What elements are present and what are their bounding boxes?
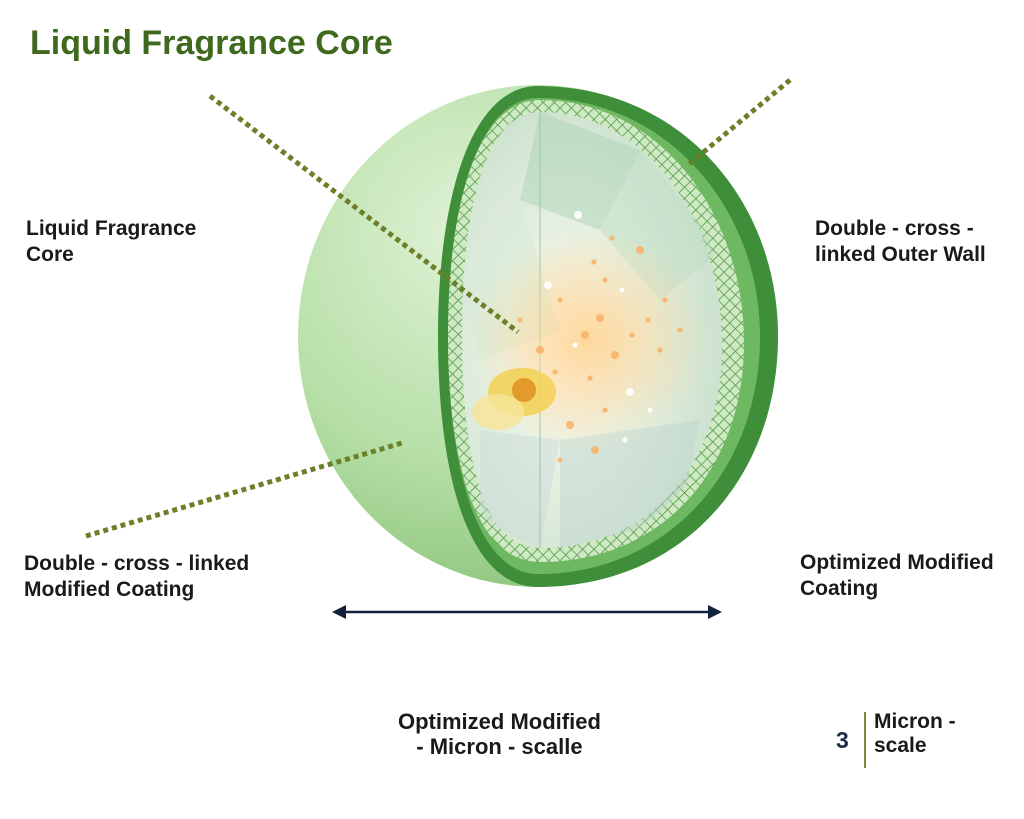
scale-divider bbox=[864, 712, 866, 768]
sparkle-particle bbox=[609, 235, 614, 240]
sparkle-particle bbox=[657, 347, 662, 352]
leader-line-outer-wall bbox=[688, 80, 790, 165]
sparkle-particle bbox=[619, 287, 624, 292]
size-dimension-arrow bbox=[332, 605, 722, 619]
sparkle-particle bbox=[662, 297, 667, 302]
sparkle-particle bbox=[557, 457, 562, 462]
sparkle-particle bbox=[602, 407, 607, 412]
sparkle-particle bbox=[557, 297, 562, 302]
scale-number: 3 bbox=[836, 727, 849, 754]
sparkle-particle bbox=[622, 437, 627, 442]
label-micron-scale: Micron - scale bbox=[874, 710, 956, 758]
sparkle-particle bbox=[572, 342, 577, 347]
sparkle-particle bbox=[544, 281, 552, 289]
sparkle-particle bbox=[517, 317, 522, 322]
label-liquid-fragrance-core: Liquid Fragrance Core bbox=[26, 216, 196, 268]
sparkle-particle bbox=[591, 259, 596, 264]
sparkle-particle bbox=[677, 327, 682, 332]
sparkle-particle bbox=[566, 421, 574, 429]
sparkle-particle bbox=[591, 446, 599, 454]
sparkle-particle bbox=[626, 388, 634, 396]
label-optimized-coating: Optimized Modified Coating bbox=[800, 550, 994, 602]
sparkle-particle bbox=[636, 246, 644, 254]
sparkle-particle bbox=[647, 407, 652, 412]
sparkle-particle bbox=[629, 332, 634, 337]
diagram-title: Liquid Fragrance Core bbox=[30, 24, 393, 63]
label-outer-wall: Double - cross - linked Outer Wall bbox=[815, 216, 986, 268]
label-bottom-caption: Optimized Modified - Micron - scalle bbox=[398, 709, 601, 759]
sparkle-particle bbox=[536, 346, 544, 354]
sparkle-particle bbox=[581, 331, 589, 339]
label-modified-coating: Double - cross - linked Modified Coating bbox=[24, 551, 249, 603]
sparkle-particle bbox=[602, 277, 607, 282]
sparkle-particle bbox=[611, 351, 619, 359]
sparkle-particle bbox=[645, 317, 650, 322]
sparkle-particle bbox=[587, 375, 592, 380]
sparkle-particle bbox=[596, 314, 604, 322]
sparkle-particle bbox=[552, 369, 557, 374]
sparkle-particle bbox=[574, 211, 582, 219]
